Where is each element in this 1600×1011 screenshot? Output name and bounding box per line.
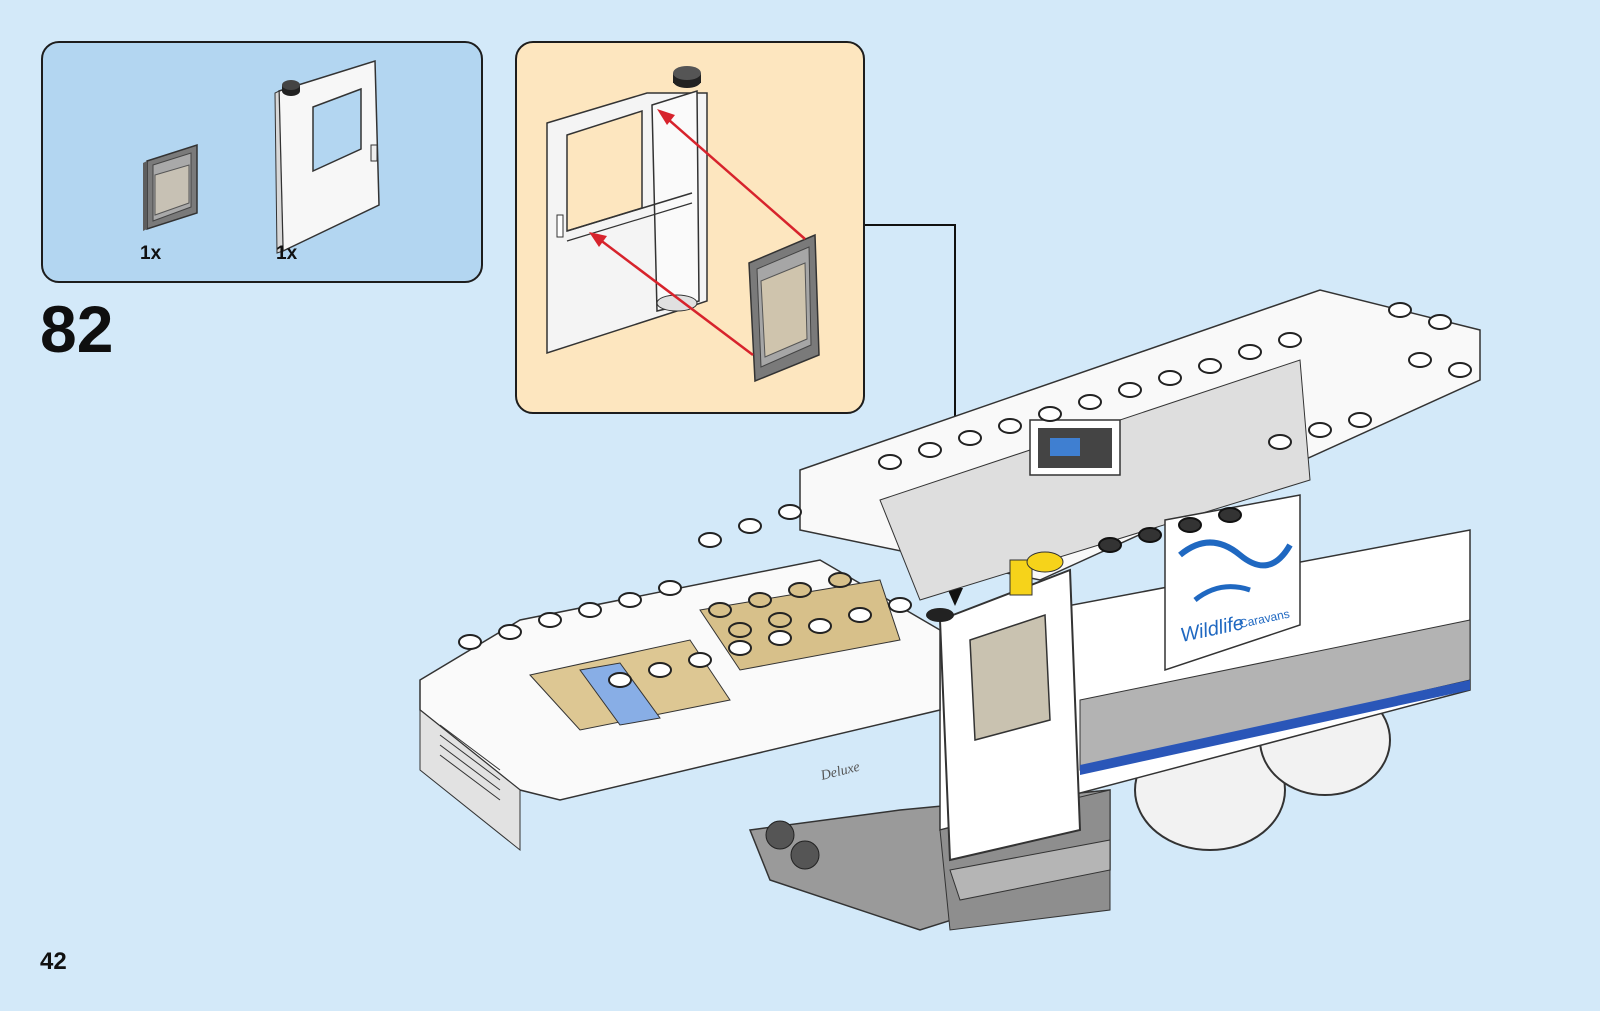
camper-model-illustration: Wildlife Caravans Deluxe <box>420 270 1520 970</box>
side-script-text: Deluxe <box>818 760 861 784</box>
page-number: 42 <box>40 948 67 976</box>
